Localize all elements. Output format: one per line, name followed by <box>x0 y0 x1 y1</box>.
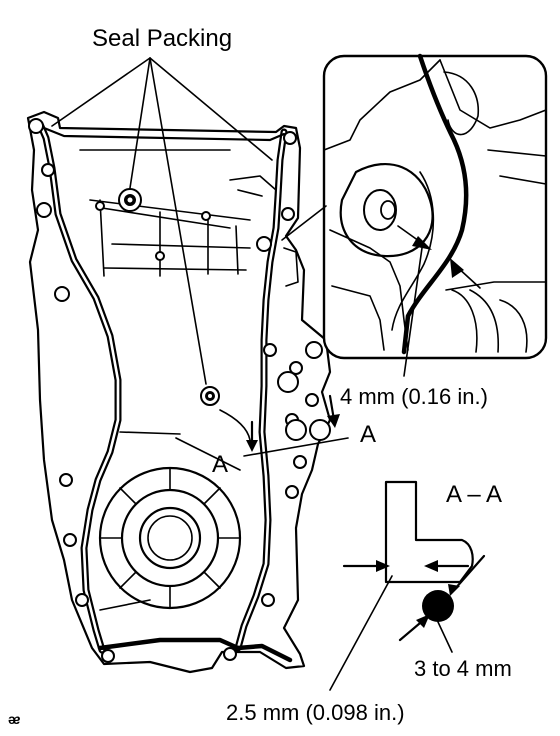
section-mark-right: A <box>360 421 376 448</box>
offset-callout-label: 2.5 mm (0.098 in.) <box>226 700 405 725</box>
section-cut-line <box>243 394 349 457</box>
width-callout-leader <box>403 247 423 377</box>
timing-cover <box>26 110 332 674</box>
detail-inset <box>281 53 548 360</box>
corner-code: ᴂ <box>8 711 20 727</box>
section-title: A – A <box>446 481 502 508</box>
width-callout-label: 4 mm (0.16 in.) <box>340 384 488 409</box>
bead-diameter-label: 3 to 4 mm <box>414 656 512 681</box>
seal-packing-leaders <box>51 57 273 385</box>
seal-packing-label: Seal Packing <box>92 25 232 52</box>
section-profile <box>329 480 486 691</box>
seal-bead-path <box>36 120 288 654</box>
section-mark-left: A <box>212 451 228 478</box>
